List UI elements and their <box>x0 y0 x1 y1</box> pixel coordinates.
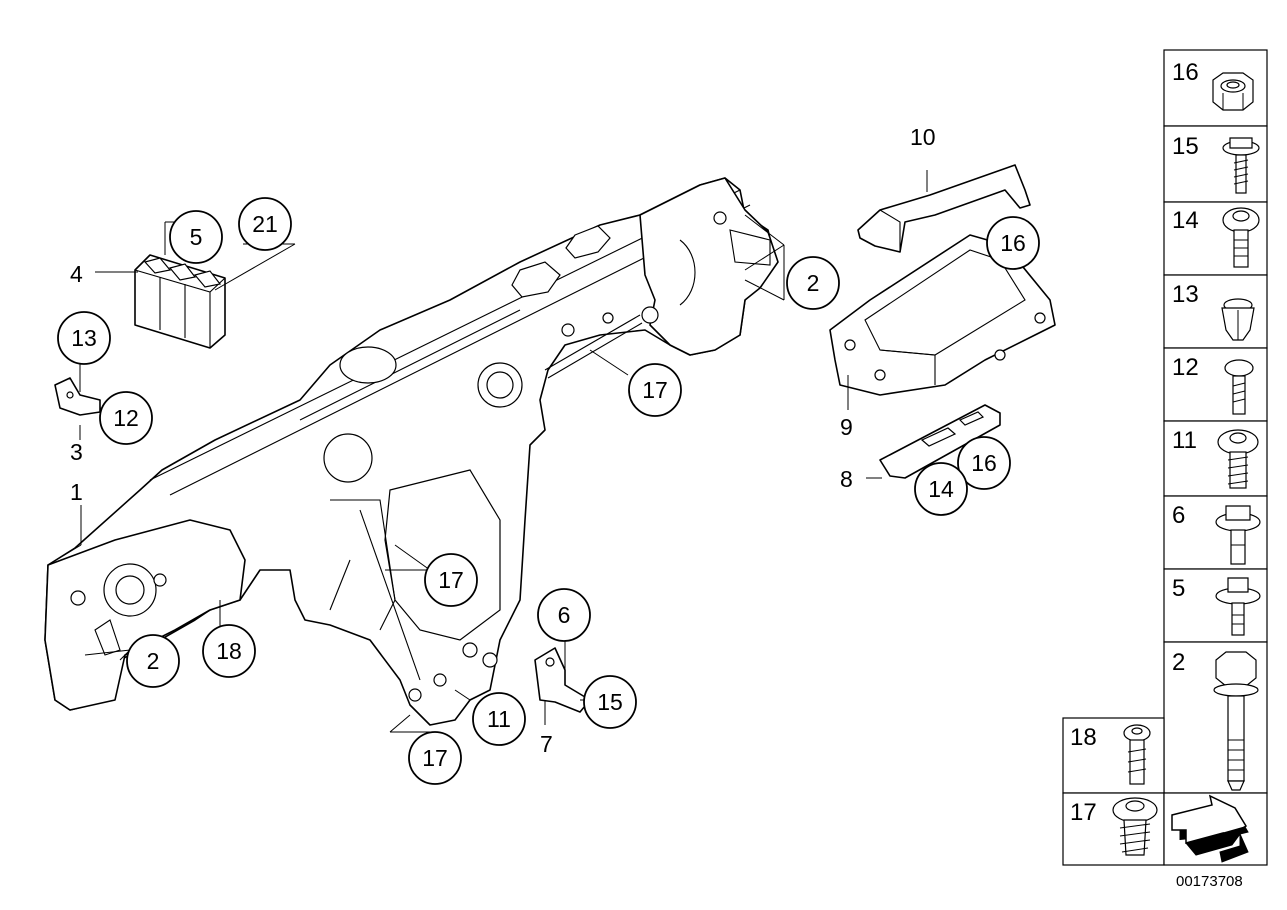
callout-14: 14 <box>914 462 968 516</box>
callout-7: 7 <box>540 731 553 757</box>
svg-text:5: 5 <box>190 224 203 250</box>
svg-text:11: 11 <box>1172 427 1197 454</box>
svg-text:3: 3 <box>70 439 83 465</box>
callout-2-right: 2 <box>786 256 840 310</box>
callout-12: 12 <box>99 391 153 445</box>
bolt-icon <box>1215 577 1261 636</box>
nut-icon <box>1212 72 1254 111</box>
callout-18: 18 <box>202 624 256 678</box>
arrow-icon <box>1171 794 1249 863</box>
svg-text:17: 17 <box>422 745 448 771</box>
svg-text:13: 13 <box>71 325 97 351</box>
svg-text:10: 10 <box>910 124 936 150</box>
svg-text:11: 11 <box>487 706 511 732</box>
bolt-icon <box>1217 429 1259 489</box>
svg-text:17: 17 <box>438 567 464 593</box>
svg-text:18: 18 <box>216 638 242 664</box>
clip-nut-icon <box>1221 298 1255 341</box>
callout-11: 11 <box>472 692 526 746</box>
callout-17-bottom: 17 <box>408 731 462 785</box>
callout-2-left: 2 <box>126 634 180 688</box>
svg-text:1: 1 <box>70 479 83 505</box>
callout-10: 10 <box>910 124 936 150</box>
svg-text:7: 7 <box>540 731 553 757</box>
svg-text:12: 12 <box>1172 354 1199 381</box>
bracket-part-3 <box>54 377 101 416</box>
svg-text:4: 4 <box>70 261 83 287</box>
svg-text:5: 5 <box>1172 575 1185 602</box>
svg-text:15: 15 <box>597 689 623 715</box>
bolt-icon <box>1222 207 1260 268</box>
legend-panel: 16 15 14 13 12 11 6 5 2 18 17 <box>1062 49 1268 866</box>
svg-text:16: 16 <box>1000 230 1026 256</box>
svg-text:18: 18 <box>1070 724 1097 751</box>
svg-text:17: 17 <box>642 377 668 403</box>
screw-icon <box>1222 137 1260 194</box>
callout-17-top: 17 <box>628 363 682 417</box>
svg-text:17: 17 <box>1070 799 1097 826</box>
bolt-icon <box>1215 505 1261 565</box>
callout-16-plate: 16 <box>957 436 1011 490</box>
diagram-id: 00173708 <box>1176 873 1243 890</box>
screw-icon <box>1112 797 1158 856</box>
callout-5: 5 <box>169 210 223 264</box>
svg-text:12: 12 <box>113 405 139 431</box>
callout-16-tray: 16 <box>986 216 1040 270</box>
callout-21: 21 <box>238 197 292 251</box>
svg-text:9: 9 <box>840 414 853 440</box>
screw-icon <box>1123 724 1151 785</box>
svg-text:16: 16 <box>1172 59 1199 86</box>
callout-8: 8 <box>840 466 853 492</box>
svg-text:6: 6 <box>1172 502 1185 529</box>
callout-17-middle: 17 <box>424 553 478 607</box>
callout-13: 13 <box>57 311 111 365</box>
callout-4: 4 <box>70 261 83 287</box>
svg-text:2: 2 <box>1172 649 1185 676</box>
svg-text:13: 13 <box>1172 281 1199 308</box>
svg-text:6: 6 <box>558 602 571 628</box>
svg-text:16: 16 <box>971 450 997 476</box>
callout-9: 9 <box>840 414 853 440</box>
plate-part-8 <box>879 404 1001 479</box>
svg-text:2: 2 <box>147 648 160 674</box>
bracket-part-4 <box>134 254 226 349</box>
tray-part-9 <box>829 234 1056 396</box>
svg-text:15: 15 <box>1172 133 1199 160</box>
callout-3: 3 <box>70 439 83 465</box>
svg-text:21: 21 <box>252 211 278 237</box>
bracket-part-7 <box>534 647 591 713</box>
svg-text:14: 14 <box>1172 207 1199 234</box>
svg-text:8: 8 <box>840 466 853 492</box>
callout-15: 15 <box>583 675 637 729</box>
callout-6: 6 <box>537 588 591 642</box>
cross-member-part <box>44 177 779 726</box>
svg-text:14: 14 <box>928 476 954 502</box>
screw-icon <box>1224 359 1254 415</box>
cover-part-10 <box>857 164 1031 253</box>
svg-text:2: 2 <box>807 270 820 296</box>
bolt-icon <box>1213 651 1259 791</box>
callout-1: 1 <box>70 479 83 505</box>
